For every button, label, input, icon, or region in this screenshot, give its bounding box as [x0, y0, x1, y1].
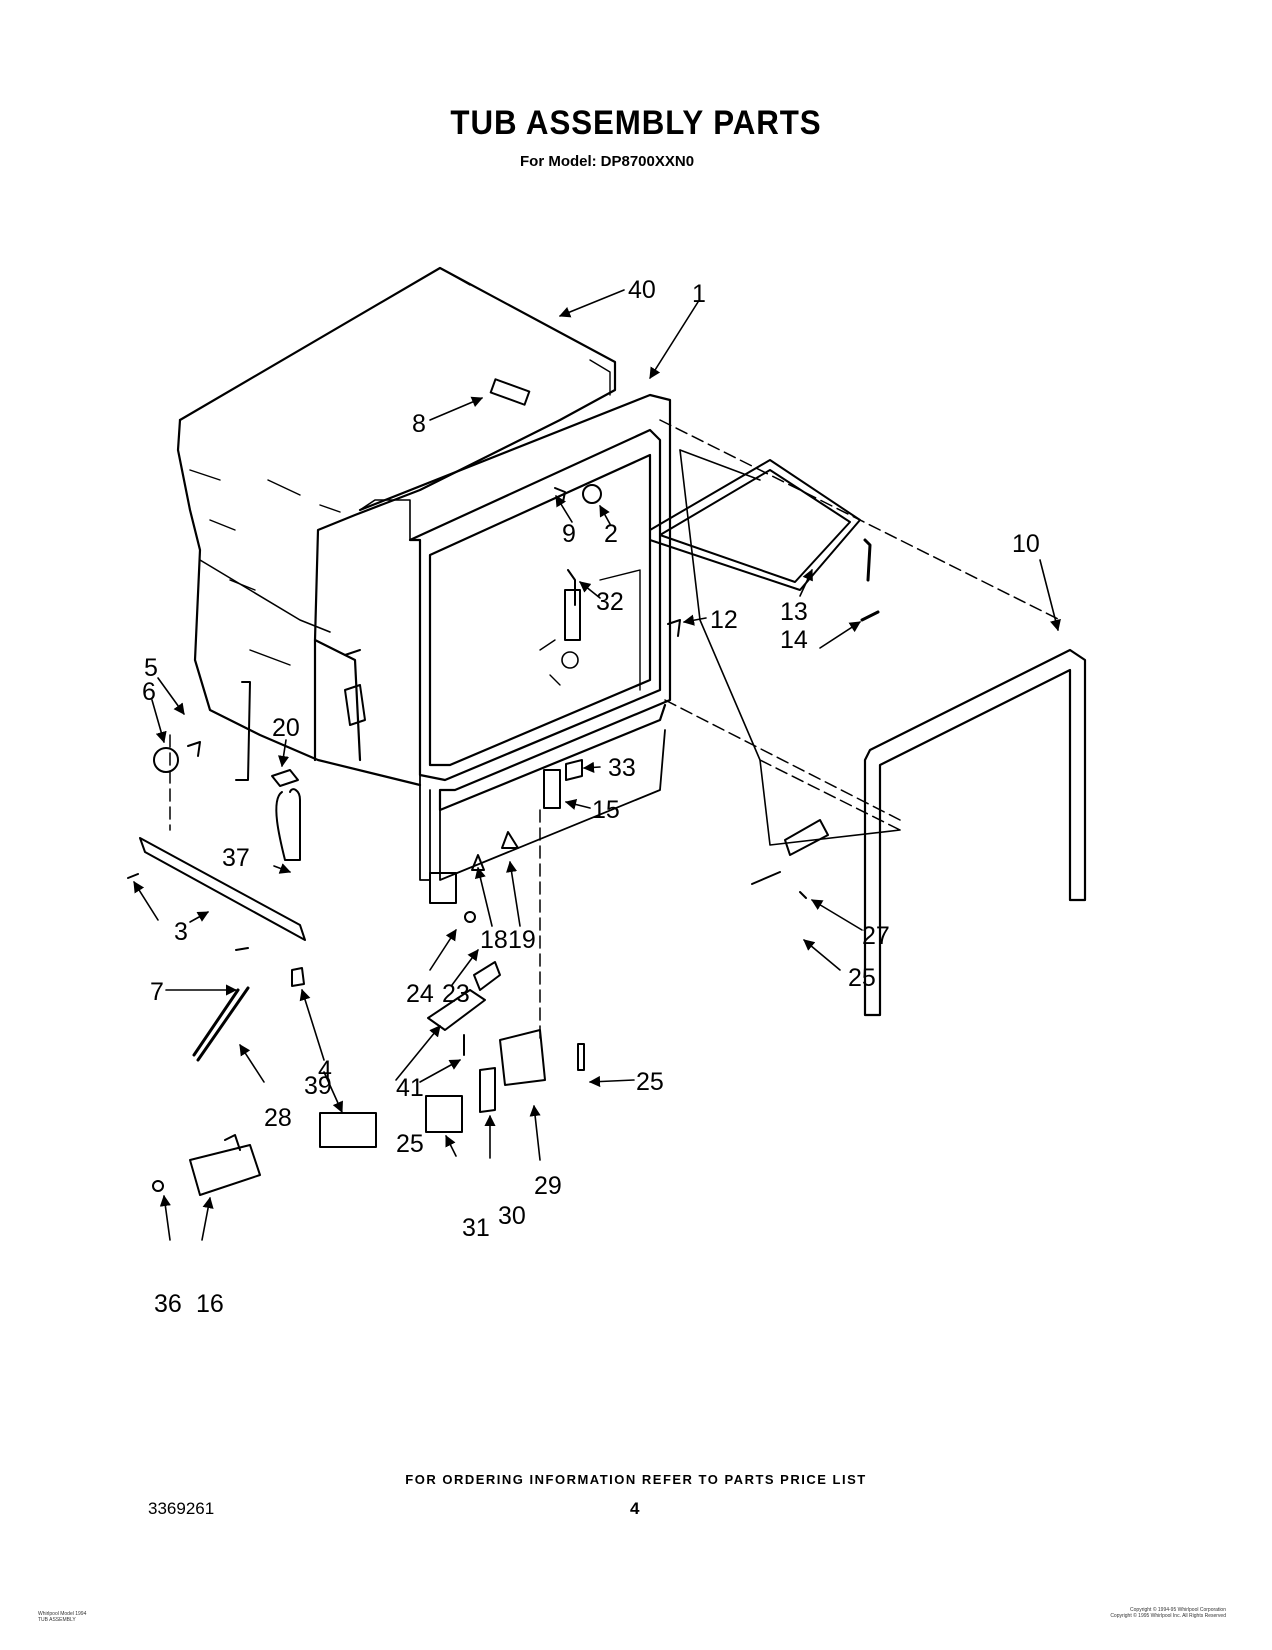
model-prefix: For Model:	[520, 153, 597, 170]
callout-27: 27	[862, 922, 890, 950]
projection-lines	[169, 419, 1061, 1041]
tub-front-frame	[358, 393, 672, 881]
callout-15: 15	[592, 796, 620, 824]
callout-41: 41	[396, 1074, 424, 1102]
insulation-panel	[679, 449, 901, 846]
fineprint-left-line: TUB ASSEMBLY	[38, 1617, 76, 1623]
callout-3: 3	[174, 918, 188, 946]
callout-37: 37	[222, 844, 250, 872]
callout-19: 19	[508, 926, 536, 954]
callout-39: 39	[304, 1072, 332, 1100]
ordering-info: FOR ORDERING INFORMATION REFER TO PARTS …	[405, 1472, 867, 1487]
callout-25-right: 25	[848, 964, 876, 992]
leader-arrows	[133, 289, 1061, 1241]
callout-5: 5	[144, 654, 158, 682]
page-title: TUB ASSEMBLY PARTS	[450, 104, 822, 142]
callout-18: 18	[480, 926, 508, 954]
callout-36: 36	[154, 1290, 182, 1318]
callout-13: 13	[780, 598, 808, 626]
small-parts	[127, 378, 829, 1196]
callout-31: 31	[462, 1214, 490, 1242]
fineprint-left: Whirlpool Model 1994 TUB ASSEMBLY	[38, 1611, 86, 1623]
callout-33: 33	[608, 754, 636, 782]
callout-2: 2	[604, 520, 618, 548]
fineprint-right-line: Copyright © 1995 Whirlpool Inc. All Righ…	[1110, 1613, 1226, 1619]
callout-12: 12	[710, 606, 738, 634]
tub-channel-10	[863, 648, 1087, 1017]
fineprint-right: Copyright © 1994-95 Whirlpool Corporatio…	[1110, 1607, 1226, 1619]
callout-23: 23	[442, 980, 470, 1008]
callout-29: 29	[534, 1172, 562, 1200]
model-number: DP8700XXN0	[600, 153, 695, 170]
callout-32: 32	[596, 588, 624, 616]
callout-4: 4	[318, 1056, 332, 1084]
callout-28: 28	[264, 1104, 292, 1132]
callout-1: 1	[692, 280, 706, 308]
callout-40: 40	[628, 276, 656, 304]
page-number: 4	[630, 1499, 640, 1518]
callout-7: 7	[150, 978, 164, 1006]
callout-20: 20	[272, 714, 300, 742]
door-gasket-13	[649, 459, 861, 591]
callout-16: 16	[196, 1290, 224, 1318]
model-subtitle: For Model:DP8700XXN0	[520, 153, 698, 170]
callout-9: 9	[562, 520, 576, 548]
callout-30: 30	[498, 1202, 526, 1230]
callout-10: 10	[1012, 530, 1040, 558]
callout-25-left: 25	[396, 1130, 424, 1158]
callout-25-mid: 25	[636, 1068, 664, 1096]
fineprint-left-line: Whirlpool Model 1994	[38, 1611, 87, 1617]
callout-8: 8	[412, 410, 426, 438]
document-number: 3369261	[148, 1499, 215, 1518]
callout-labels: 40 1 8 9 2 32 12 10 13 14 5 6 20 33 15 3…	[142, 276, 1040, 1318]
fastener-14	[860, 538, 880, 622]
tub-shell	[176, 266, 617, 787]
callout-14: 14	[780, 626, 808, 654]
callout-6: 6	[142, 678, 156, 706]
fineprint-right-line: Copyright © 1994-95 Whirlpool Corporatio…	[1130, 1607, 1226, 1613]
callout-24: 24	[406, 980, 434, 1008]
